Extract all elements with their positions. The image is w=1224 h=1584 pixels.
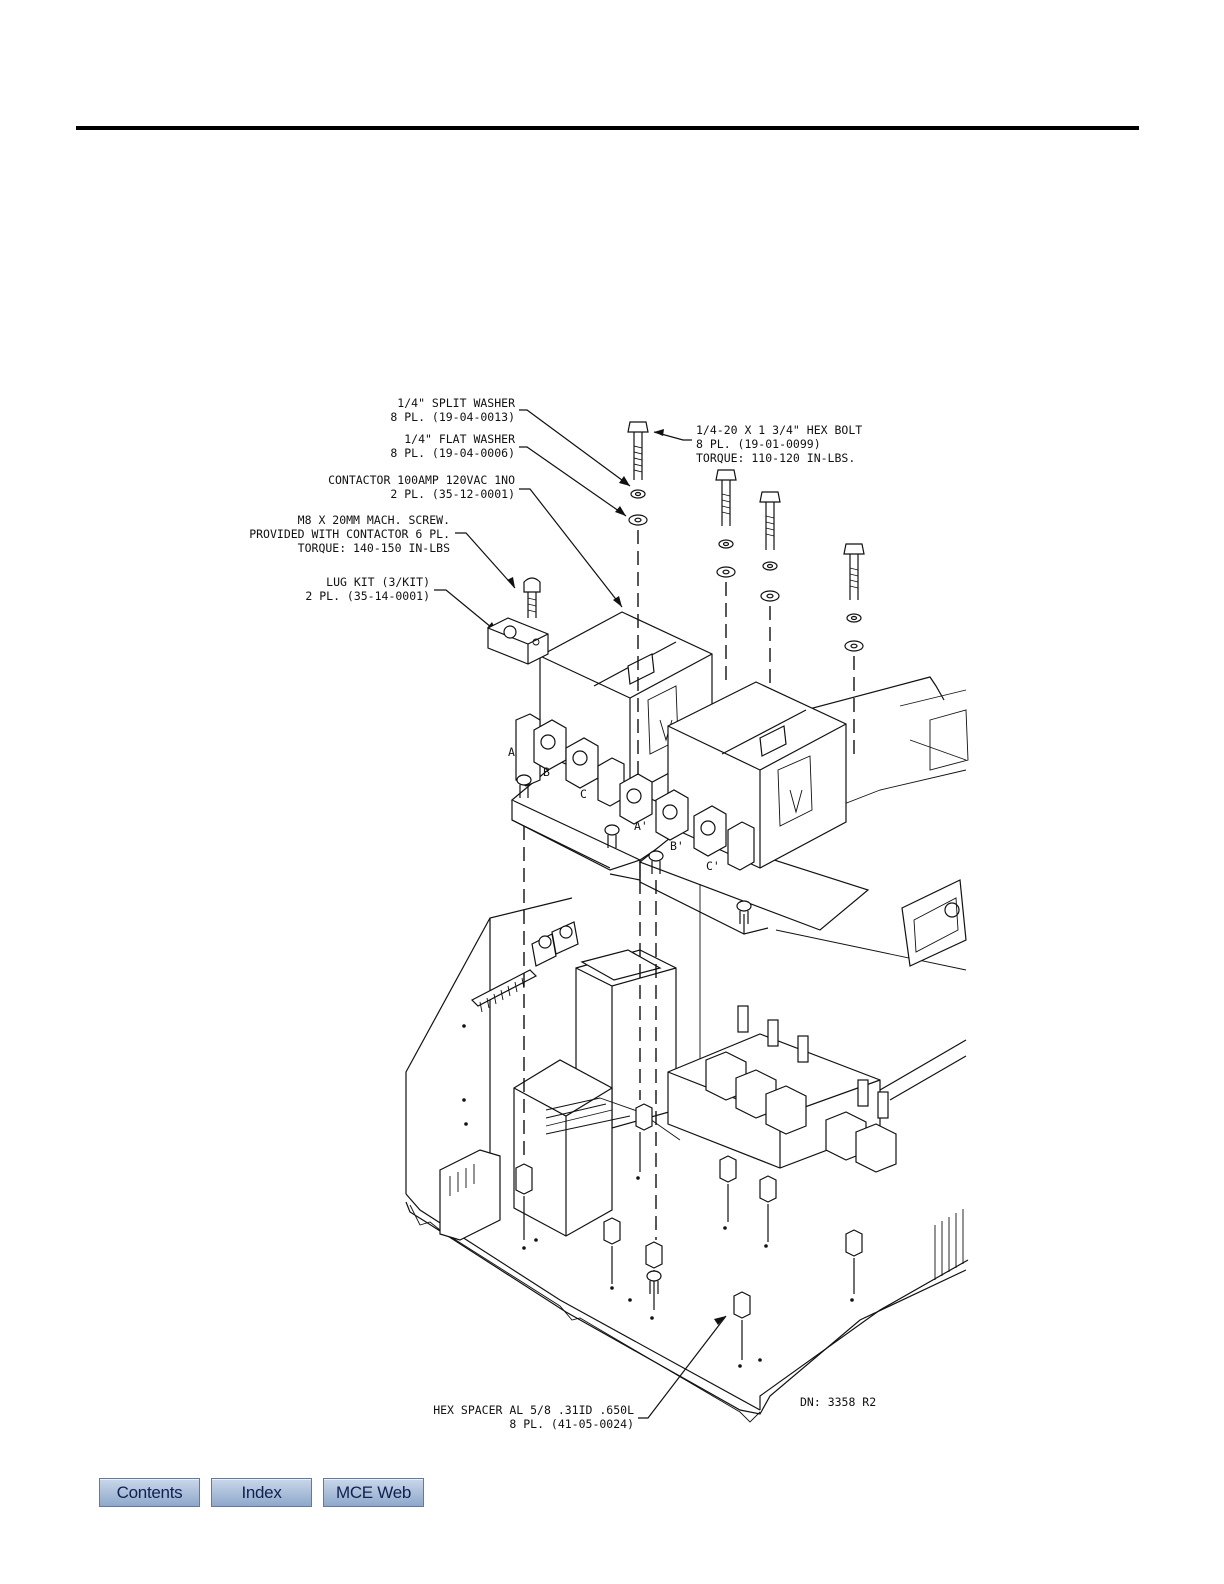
footer-navigation: Contents Index MCE Web: [99, 1478, 424, 1507]
svg-text:1/4" SPLIT WASHER: 1/4" SPLIT WASHER: [397, 396, 515, 410]
svg-text:C': C': [706, 859, 720, 873]
svg-text:8 PL. (41-05-0024): 8 PL. (41-05-0024): [509, 1417, 634, 1431]
callout-split-washer: 1/4" SPLIT WASHER 8 PL. (19-04-0013): [390, 396, 515, 424]
index-button[interactable]: Index: [211, 1478, 312, 1507]
svg-text:HEX SPACER AL 5/8 .31ID .650L: HEX SPACER AL 5/8 .31ID .650L: [433, 1403, 634, 1417]
svg-text:8 PL. (19-04-0013): 8 PL. (19-04-0013): [390, 410, 515, 424]
callout-hex-bolt: 1/4-20 X 1 3/4" HEX BOLT 8 PL. (19-01-00…: [696, 423, 862, 465]
contactor-1-lugs: [515, 713, 625, 807]
mounting-plate-left: [510, 759, 702, 881]
svg-text:LUG KIT (3/KIT): LUG KIT (3/KIT): [326, 575, 430, 589]
terminal-labels: A B C A' B' C': [508, 745, 720, 873]
spacer-arrows: [523, 1132, 855, 1360]
svg-text:2 PL. (35-14-0001): 2 PL. (35-14-0001): [305, 589, 430, 603]
hex-spacers: [515, 1103, 863, 1319]
transformer: [513, 1059, 681, 1237]
svg-text:1/4-20 X 1 3/4" HEX BOLT: 1/4-20 X 1 3/4" HEX BOLT: [696, 423, 862, 437]
svg-text:B: B: [543, 765, 550, 779]
callout-contactor: CONTACTOR 100AMP 120VAC 1NO 2 PL. (35-12…: [328, 473, 515, 501]
header-rule: [76, 126, 1139, 130]
mounting-plate-right: [638, 829, 870, 935]
contents-button[interactable]: Contents: [99, 1478, 200, 1507]
svg-text:TORQUE: 140-150 IN-LBS: TORQUE: 140-150 IN-LBS: [298, 541, 450, 555]
callout-hex-spacer: HEX SPACER AL 5/8 .31ID .650L 8 PL. (41-…: [433, 1403, 634, 1431]
contactor-2-lugs: [619, 773, 755, 871]
power-module-block: [667, 1005, 897, 1173]
leader-lines: [434, 409, 727, 1419]
washers: [628, 489, 864, 652]
callout-lug-kit: LUG KIT (3/KIT) 2 PL. (35-14-0001): [305, 575, 430, 603]
lug-kit: [487, 617, 549, 665]
hex-bolts: [627, 421, 865, 600]
svg-text:TORQUE: 110-120 IN-LBS.: TORQUE: 110-120 IN-LBS.: [696, 451, 855, 465]
svg-text:CONTACTOR 100AMP 120VAC 1NO: CONTACTOR 100AMP 120VAC 1NO: [328, 473, 515, 487]
callout-mach-screw: M8 X 20MM MACH. SCREW. PROVIDED WITH CON…: [249, 513, 450, 555]
svg-text:1/4" FLAT WASHER: 1/4" FLAT WASHER: [404, 432, 515, 446]
svg-text:B': B': [670, 839, 684, 853]
terminal-strip: [439, 1149, 501, 1241]
svg-text:2 PL. (35-12-0001): 2 PL. (35-12-0001): [390, 487, 515, 501]
fuse-holders: [531, 921, 579, 967]
svg-text:8 PL. (19-04-0006): 8 PL. (19-04-0006): [390, 446, 515, 460]
terminal-block: [470, 969, 538, 1013]
assembly-dashed-lines: [523, 530, 855, 1240]
plate-screws: [516, 774, 752, 1294]
svg-text:PROVIDED WITH CONTACTOR 6 PL.: PROVIDED WITH CONTACTOR 6 PL.: [249, 527, 450, 541]
callout-flat-washer: 1/4" FLAT WASHER 8 PL. (19-04-0006): [390, 432, 515, 460]
machine-screw: [523, 577, 541, 618]
svg-text:M8 X 20MM MACH. SCREW.: M8 X 20MM MACH. SCREW.: [298, 513, 450, 527]
mce-web-button[interactable]: MCE Web: [323, 1478, 424, 1507]
drawing-number: DN: 3358 R2: [800, 1395, 876, 1409]
svg-text:8 PL. (19-01-0099): 8 PL. (19-01-0099): [696, 437, 821, 451]
rear-bracket: [901, 879, 967, 967]
svg-text:A': A': [634, 819, 648, 833]
svg-text:C: C: [580, 787, 587, 801]
svg-text:A: A: [508, 745, 515, 759]
